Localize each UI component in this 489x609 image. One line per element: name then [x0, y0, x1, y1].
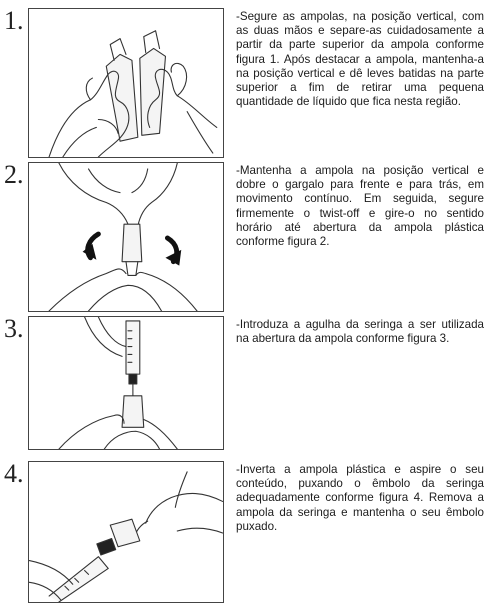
inverted-ampoule-syringe-illustration: [29, 462, 223, 602]
step-number: 4.: [4, 461, 24, 487]
step-number: 3.: [4, 316, 24, 342]
step-3-instructions: -Introduza a agulha da seringa a ser uti…: [236, 318, 484, 346]
step-4-instructions: -Inverta a ampola plástica e aspire o se…: [236, 463, 484, 534]
hands-separating-ampoules-illustration: [29, 9, 223, 157]
figure-1: [28, 8, 224, 158]
syringe-into-ampoule-illustration: [29, 317, 223, 449]
step-number: 2.: [4, 162, 24, 188]
figure-2: [28, 162, 224, 312]
step-1-instructions: -Segure as ampolas, na posição vertical,…: [236, 10, 484, 109]
hands-twisting-ampoule-illustration: [29, 163, 223, 311]
figure-4: [28, 461, 224, 603]
figure-3: [28, 316, 224, 450]
step-number: 1.: [4, 8, 24, 34]
step-2-instructions: -Mantenha a ampola na posição vertical e…: [236, 164, 484, 249]
